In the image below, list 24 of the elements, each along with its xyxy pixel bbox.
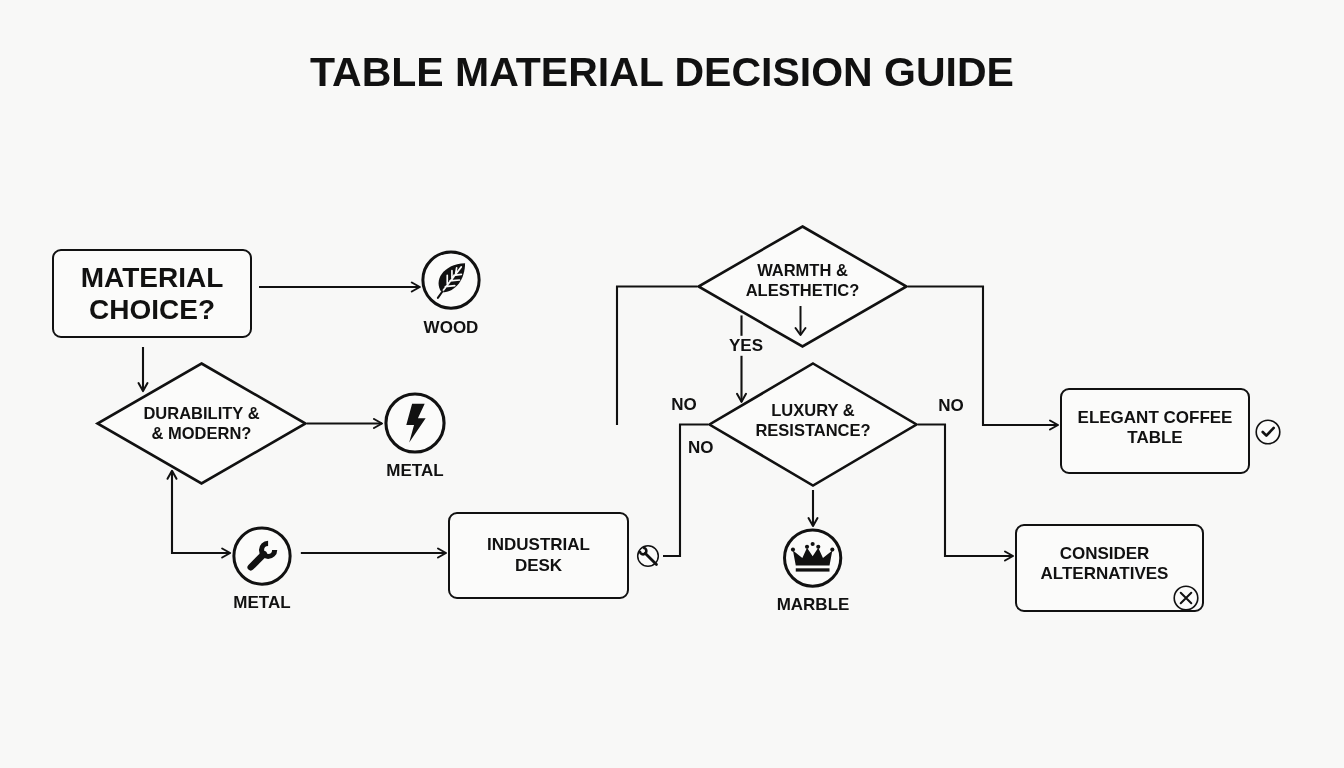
node-label: WARMTH & ALESTHETIC? [744,260,861,301]
node-label: MATERIAL CHOICE? [79,262,225,325]
branch-label: NO [688,438,714,459]
connector-line [663,423,708,558]
arrow [918,423,1014,562]
connector-line [615,285,697,425]
arrow [307,418,383,429]
node-label: MARBLE [776,595,850,616]
node-label: ELEGANT COFFEE TABLE [1076,407,1234,449]
node-label: WOOD [423,318,479,339]
node-label: LUXURY & RESISTANCE? [754,400,872,441]
arrow [137,347,149,393]
node-label: METAL [386,461,444,482]
arrow [166,469,232,559]
arrow [807,490,819,527]
node-label: CONSIDER ALTERNATIVES [1039,543,1170,585]
node-label: DURABILITY & & MODERN? [142,403,261,444]
arrow [300,547,447,559]
arrow [908,285,1059,431]
node-label: INDUSTRIAL DESK [486,535,591,576]
diagram-title: TABLE MATERIAL DECISION GUIDE [310,48,1014,97]
node-label: METAL [233,593,291,614]
edge-label: YES [727,335,765,357]
arrow [259,281,421,293]
